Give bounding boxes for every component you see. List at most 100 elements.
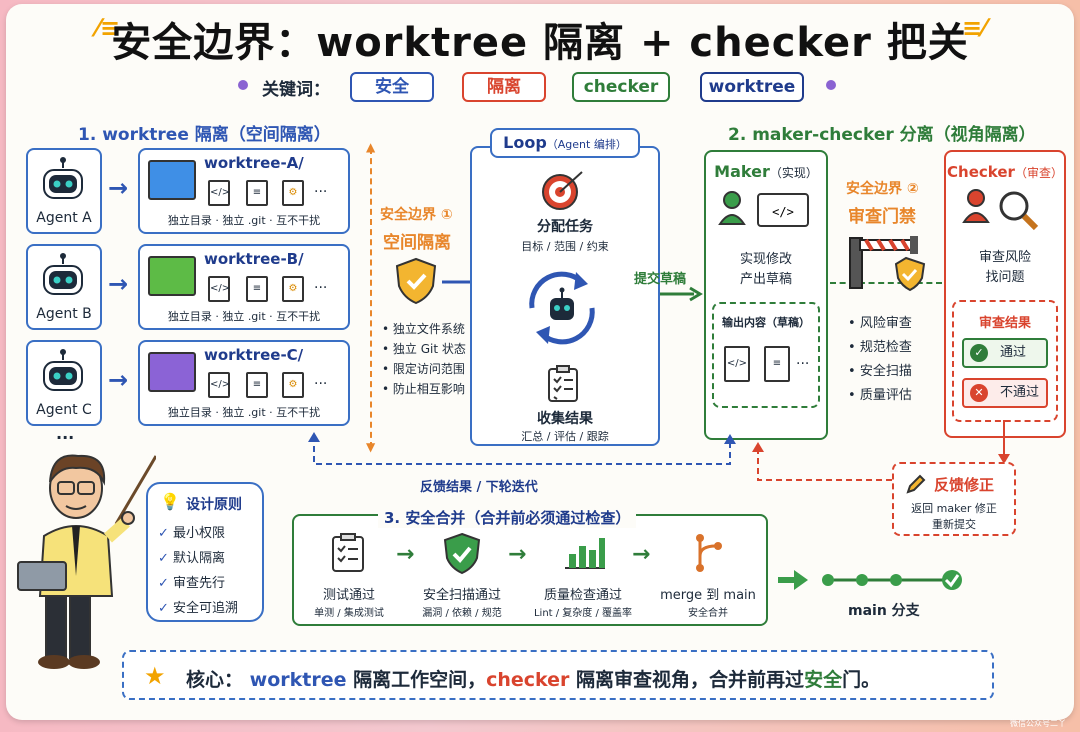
star-icon: ★ bbox=[144, 662, 166, 690]
boundary1-bullet-text: 防止相互影响 bbox=[392, 382, 465, 396]
arrow-up-icon: ▲ bbox=[366, 140, 376, 154]
checker-title: Checker bbox=[947, 163, 1015, 181]
code-file-icon: </> bbox=[208, 276, 230, 302]
robot-icon bbox=[40, 348, 84, 391]
maker-line1: 实现修改 bbox=[739, 252, 792, 267]
check-icon: ✓ bbox=[158, 551, 169, 566]
spark-left-icon: ⁄≡ bbox=[96, 14, 121, 42]
keyword-safety: 安全 bbox=[350, 72, 434, 102]
principle-item: ✓ 最小权限 bbox=[158, 522, 225, 541]
core-t3: 门。 bbox=[842, 669, 881, 691]
boundary2-item-text: 规范检查 bbox=[859, 340, 912, 355]
merge-step-icon bbox=[442, 532, 482, 580]
core-t1: 隔离工作空间， bbox=[346, 669, 487, 691]
boundary1-bullet-text: 限定访问范围 bbox=[392, 362, 465, 376]
code-file-icon: </> bbox=[208, 372, 230, 398]
check-icon: ✓ bbox=[970, 344, 988, 362]
core-prefix: 核心： bbox=[186, 669, 244, 691]
maker-output-label: 输出内容（草稿） bbox=[722, 316, 810, 329]
result-pass-label: 通过 bbox=[1000, 345, 1027, 360]
maker-person-laptop-icon: </> bbox=[718, 191, 809, 227]
more-files: ··· bbox=[796, 356, 810, 372]
cycle-icon bbox=[529, 271, 595, 345]
maker-title: Maker bbox=[714, 162, 770, 181]
merge-step-icon bbox=[329, 532, 369, 578]
clipboard-icon bbox=[548, 365, 578, 402]
merge-step-icon bbox=[688, 532, 728, 578]
boundary2-item: • 风险审查 bbox=[848, 316, 912, 331]
submit-label: 提交草稿 bbox=[634, 272, 687, 287]
core-checker: checker bbox=[486, 669, 570, 691]
maker-header: Maker（实现） bbox=[704, 162, 828, 181]
boundary1-line bbox=[370, 148, 372, 448]
more-files: ··· bbox=[314, 184, 328, 200]
boundary2-item: • 安全扫描 bbox=[848, 364, 912, 379]
boundary1-bullet: • 独立文件系统 bbox=[382, 322, 465, 336]
check-icon: ✓ bbox=[158, 601, 169, 616]
feedback-loop-arrow bbox=[308, 432, 736, 465]
watermark: 微信公众号二丫 bbox=[1010, 719, 1066, 728]
boundary1-bullet: • 限定访问范围 bbox=[382, 362, 465, 376]
shield-icon bbox=[395, 257, 437, 305]
cross-icon: ✕ bbox=[970, 384, 988, 402]
feedback-loop-label: 反馈结果 / 下轮迭代 bbox=[420, 480, 538, 495]
feedback-fix-box bbox=[892, 462, 1016, 536]
maker-title-sub: （实现） bbox=[769, 166, 818, 180]
boundary2-item-text: 安全扫描 bbox=[859, 364, 912, 379]
merge-step-sub: Lint / 复杂度 / 覆盖率 bbox=[533, 608, 633, 619]
doc-file-icon: ≡ bbox=[246, 372, 268, 398]
check-icon: ✓ bbox=[158, 526, 169, 541]
boundary2-item-text: 风险审查 bbox=[859, 316, 912, 331]
gear-file-icon: ⚙ bbox=[282, 180, 304, 206]
more-files: ··· bbox=[314, 280, 328, 296]
arrow-right-icon: → bbox=[108, 270, 129, 298]
boundary1-bullet: • 防止相互影响 bbox=[382, 382, 465, 396]
more-files: ··· bbox=[314, 376, 328, 392]
merge-step-label: 质量检查通过 bbox=[543, 588, 622, 603]
code-file-icon: </> bbox=[724, 346, 750, 382]
folder-icon bbox=[148, 352, 196, 392]
core-safety: 安全 bbox=[804, 669, 843, 691]
gear-file-icon: ⚙ bbox=[282, 276, 304, 302]
boundary1-subtitle: 空间隔离 bbox=[383, 233, 451, 253]
checker-title-sub: （审查） bbox=[1014, 166, 1063, 180]
agent-name: Agent B bbox=[36, 306, 92, 322]
doc-file-icon: ≡ bbox=[246, 180, 268, 206]
arrow-right-icon: → bbox=[396, 542, 415, 567]
feedback-arrows bbox=[752, 420, 1010, 481]
check-icon: ✓ bbox=[158, 576, 169, 591]
section2-title: 2. maker-checker 分离（视角隔离） bbox=[728, 125, 1036, 145]
result-pass: ✓ 通过 bbox=[962, 338, 1048, 368]
principle-item: ✓ 默认隔离 bbox=[158, 547, 225, 566]
checker-result-label: 审查结果 bbox=[978, 316, 1031, 331]
arrow-right-icon: → bbox=[508, 542, 527, 567]
core-text: 核心： worktree 隔离工作空间，checker 隔离审查视角，合并前再过… bbox=[186, 665, 880, 692]
feedback-fix-line2: 重新提交 bbox=[932, 518, 976, 531]
arrow-right-icon: → bbox=[108, 174, 129, 202]
boundary2-item-text: 质量评估 bbox=[859, 388, 912, 403]
arrow-right-icon: → bbox=[632, 542, 651, 567]
arrow-submit bbox=[660, 286, 703, 302]
result-fail-label: 不通过 bbox=[1000, 385, 1040, 400]
arrow-down-icon: ▼ bbox=[366, 440, 376, 454]
teacher-illustration bbox=[17, 454, 156, 669]
principle-item: ✓ 安全可追溯 bbox=[158, 597, 238, 616]
core-t2: 隔离审查视角，合并前再过 bbox=[569, 669, 805, 691]
merge-step-sub: 单测 / 集成测试 bbox=[314, 608, 384, 619]
merge-step-icon bbox=[563, 532, 607, 576]
principle-text: 默认隔离 bbox=[173, 551, 226, 566]
checker-line2: 找问题 bbox=[985, 270, 1025, 285]
checker-person-magnifier-icon bbox=[962, 189, 1039, 231]
principle-text: 最小权限 bbox=[173, 526, 226, 541]
feedback-fix-title: 反馈修正 bbox=[934, 476, 995, 494]
doc-file-icon: ≡ bbox=[764, 346, 790, 382]
section3-title: 3. 安全合并（合并前必须通过检查） bbox=[378, 507, 637, 528]
principle-text: 安全可追溯 bbox=[173, 601, 239, 616]
boundary2-item: • 规范检查 bbox=[848, 340, 912, 355]
code-file-icon: </> bbox=[208, 180, 230, 206]
boundary1-bullet-text: 独立文件系统 bbox=[392, 322, 465, 336]
worktree-name: worktree-B/ bbox=[204, 250, 304, 268]
svg-text:</>: </> bbox=[772, 205, 794, 219]
boundary2-subtitle: 审查门禁 bbox=[848, 207, 916, 227]
loop-collect-sub: 汇总 / 评估 / 跟踪 bbox=[521, 430, 609, 443]
